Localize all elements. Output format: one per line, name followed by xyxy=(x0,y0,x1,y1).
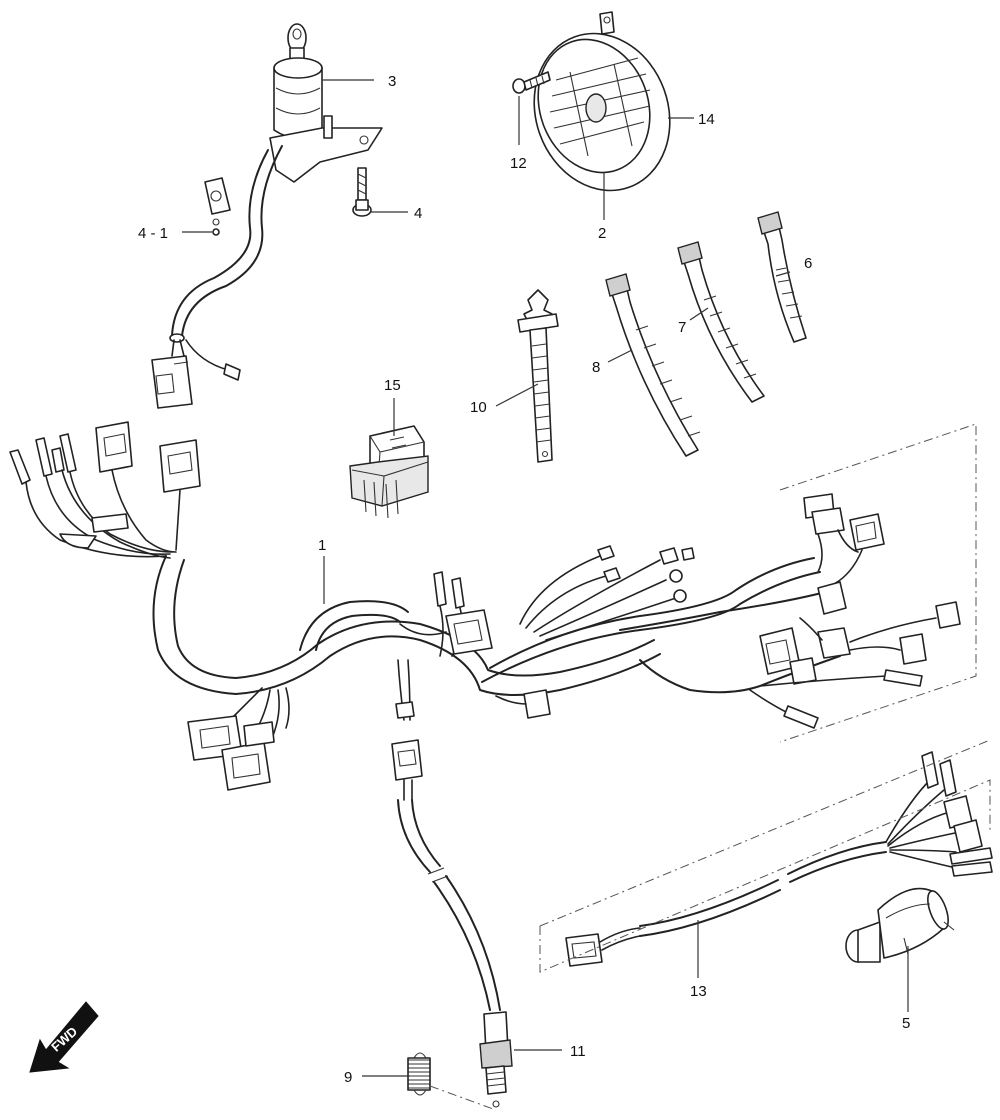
cable-strap-7 xyxy=(677,241,765,403)
callout-4-1: 4 - 1 xyxy=(138,225,168,242)
callout-14: 14 xyxy=(698,111,715,128)
callout-6: 6 xyxy=(804,255,812,272)
cable-strap-6 xyxy=(757,211,807,343)
callout-2: 2 xyxy=(598,225,606,242)
resistor-cap xyxy=(845,887,955,963)
callout-4: 4 xyxy=(414,205,422,222)
callout-7: 7 xyxy=(678,319,686,336)
callout-11: 11 xyxy=(570,1043,586,1060)
callout-5: 5 xyxy=(902,1015,910,1032)
callout-15: 15 xyxy=(384,377,401,394)
callout-3: 3 xyxy=(388,73,396,90)
cable-strap-8 xyxy=(605,273,701,457)
spring xyxy=(407,1052,431,1096)
push-mount-cable-tie xyxy=(517,289,559,463)
callout-13: 13 xyxy=(690,983,707,1000)
main-wiring-harness xyxy=(9,421,961,791)
callout-12: 12 xyxy=(510,155,527,172)
ignition-switch xyxy=(151,23,383,409)
sub-harness xyxy=(565,751,993,967)
relay xyxy=(349,425,429,519)
fwd-direction-arrow: FWD xyxy=(29,1001,99,1073)
horn xyxy=(512,11,671,192)
callout-10: 10 xyxy=(470,399,487,416)
callout-9: 9 xyxy=(344,1069,352,1086)
callout-8: 8 xyxy=(592,359,600,376)
arrow-left-down-icon xyxy=(29,1001,99,1073)
callout-labels: 1 2 3 4 4 - 1 5 6 7 8 9 10 11 12 13 14 1… xyxy=(138,73,910,1086)
callout-1: 1 xyxy=(318,537,326,554)
sensor-lead xyxy=(391,739,513,1108)
callout-leaders xyxy=(182,79,909,1077)
harness-group-outline xyxy=(429,423,991,1111)
